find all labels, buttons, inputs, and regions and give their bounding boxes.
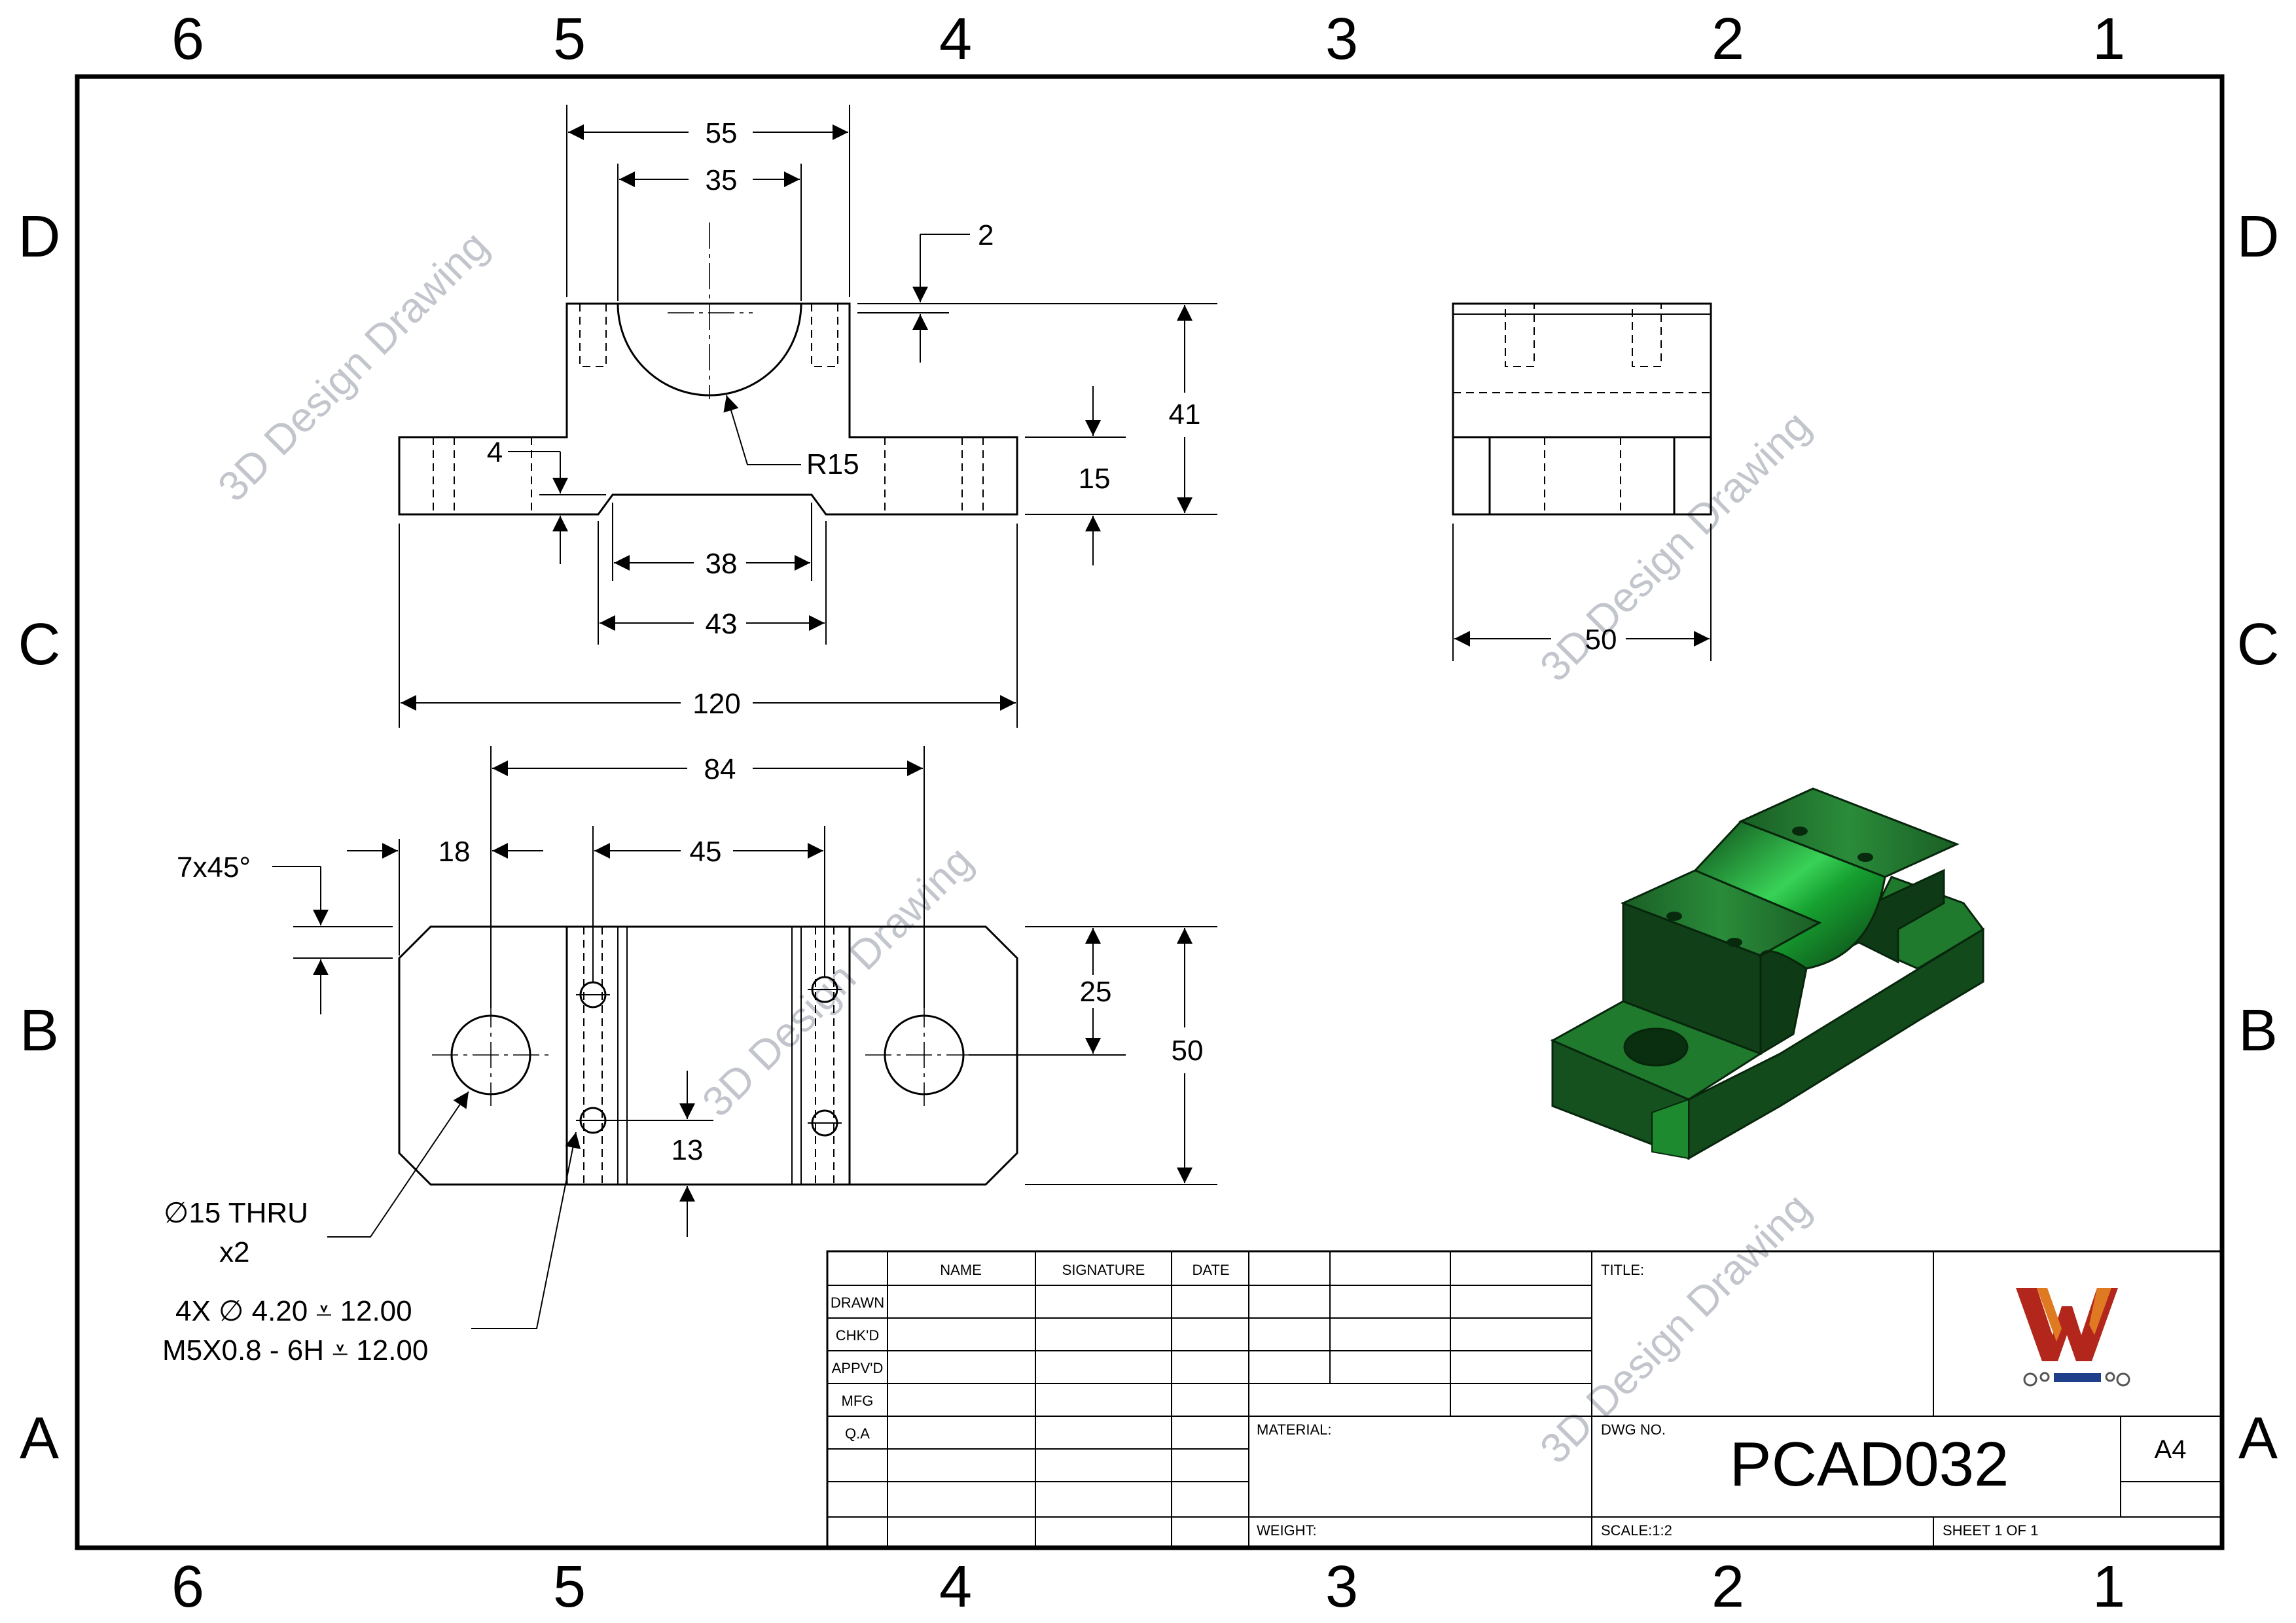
zone-col-5-top: 5 [553, 7, 586, 72]
note-thru-line1: ∅15 THRU [164, 1197, 308, 1229]
company-logo [2016, 1288, 2130, 1387]
dim-120: 120 [692, 688, 740, 720]
tb-title-label: TITLE: [1601, 1262, 1644, 1278]
tb-dwg-no-label: DWG NO. [1601, 1421, 1666, 1438]
zone-row-b-right: B [2238, 998, 2278, 1063]
zone-labels: 6 5 4 3 2 1 6 5 4 3 2 1 D C B A D C B A [18, 7, 2280, 1620]
zone-col-2-top: 2 [1712, 7, 1744, 72]
note-tap-line2: M5X0.8 - 6H ⩡ 12.00 [162, 1334, 428, 1366]
tb-header-name: NAME [940, 1262, 982, 1278]
tb-row-mfg: MFG [842, 1393, 874, 1409]
zone-row-d-right: D [2237, 204, 2280, 270]
side-dim-50: 50 [1585, 624, 1617, 656]
tb-row-checked: CHK'D [836, 1327, 880, 1344]
zone-col-3-top: 3 [1325, 7, 1358, 72]
zone-row-d-left: D [18, 204, 61, 270]
watermark-3: 3D Design Drawing [693, 837, 982, 1126]
zone-row-b-left: B [20, 998, 59, 1063]
dim-43: 43 [706, 608, 738, 640]
front-view-outline [398, 302, 1018, 516]
tb-weight-label: WEIGHT: [1257, 1522, 1317, 1539]
tb-dwg-no: PCAD032 [1730, 1429, 2009, 1499]
top-view: 84 18 45 7x45° 25 50 13 ∅15 THRU x2 4X ∅… [162, 746, 1217, 1366]
dim-13: 13 [672, 1134, 704, 1166]
side-view-outline [1452, 302, 1712, 516]
isometric-model [1550, 787, 1985, 1160]
dim-2: 2 [978, 219, 994, 251]
title-block: NAME SIGNATURE DATE DRAWN CHK'D APPV'D M… [826, 1250, 2223, 1549]
tb-row-approved: APPV'D [832, 1360, 884, 1376]
tb-material-label: MATERIAL: [1257, 1421, 1332, 1438]
dim-4: 4 [487, 437, 503, 469]
zone-col-4-top: 4 [939, 7, 972, 72]
tb-sheet: SHEET 1 OF 1 [1943, 1522, 2038, 1539]
zone-row-a-left: A [20, 1406, 59, 1471]
dim-18: 18 [439, 836, 471, 868]
tb-row-drawn: DRAWN [831, 1294, 884, 1311]
dim-55: 55 [706, 117, 738, 149]
front-view: 55 35 2 41 15 4 R15 38 43 [398, 105, 1217, 728]
side-view: 50 [1452, 302, 1712, 661]
dim-chamfer: 7x45° [177, 851, 251, 883]
dim-15: 15 [1079, 463, 1111, 495]
zone-col-1-bottom: 1 [2092, 1554, 2125, 1620]
zone-row-c-left: C [18, 612, 61, 677]
dim-84: 84 [704, 753, 736, 785]
zone-col-5-bottom: 5 [553, 1554, 586, 1620]
dim-38: 38 [706, 548, 738, 580]
zone-col-2-bottom: 2 [1712, 1554, 1744, 1620]
tb-sheet-size: A4 [2155, 1435, 2187, 1464]
top-dim-50: 50 [1172, 1035, 1204, 1067]
zone-col-4-bottom: 4 [939, 1554, 972, 1620]
tb-header-date: DATE [1192, 1262, 1229, 1278]
dim-35: 35 [706, 164, 738, 196]
zone-col-6-bottom: 6 [171, 1554, 204, 1620]
tb-header-signature: SIGNATURE [1062, 1262, 1145, 1278]
title-block-frame [826, 1250, 2223, 1549]
dim-45: 45 [690, 836, 722, 868]
zone-col-1-top: 1 [2092, 7, 2125, 72]
zone-col-6-top: 6 [171, 7, 204, 72]
zone-col-3-bottom: 3 [1325, 1554, 1358, 1620]
top-view-outline [398, 925, 1018, 1186]
note-tap-line1: 4X ∅ 4.20 ⩡ 12.00 [175, 1295, 412, 1327]
note-thru-line2: x2 [219, 1236, 249, 1268]
dim-r15: R15 [806, 448, 859, 480]
zone-row-c-right: C [2237, 612, 2280, 677]
zone-row-a-right: A [2238, 1406, 2278, 1471]
dim-25: 25 [1080, 976, 1112, 1008]
tb-scale: SCALE:1:2 [1601, 1522, 1672, 1539]
tb-row-qa: Q.A [845, 1425, 870, 1442]
dim-41: 41 [1169, 399, 1201, 431]
